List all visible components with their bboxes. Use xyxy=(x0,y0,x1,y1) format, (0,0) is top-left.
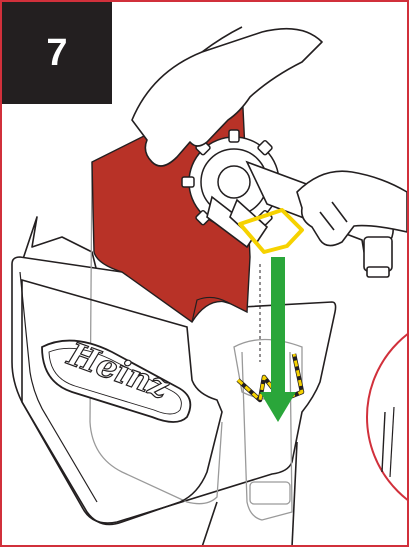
step-number-badge: 7 xyxy=(2,2,112,104)
step-number: 7 xyxy=(46,32,67,75)
detail-callout-circle xyxy=(367,312,407,522)
